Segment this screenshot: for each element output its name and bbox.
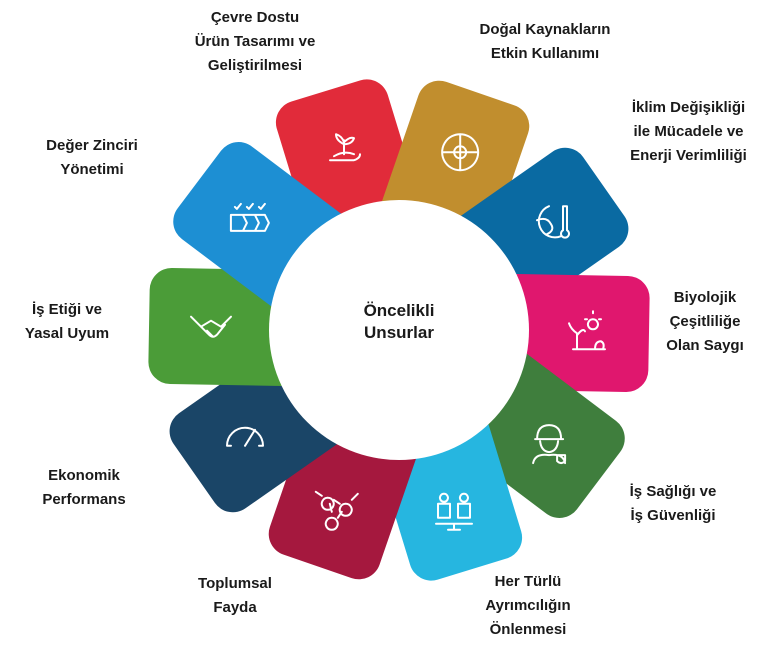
label-cevre-line-1: Çevre Dostu <box>210 9 300 26</box>
center-title-line-2: Unsurlar <box>364 323 434 342</box>
label-deger: Değer Zinciri Yönetimi <box>28 134 156 182</box>
resources-wheel-icon <box>441 133 480 172</box>
label-biyo-line-1: Biyolojik <box>673 289 737 306</box>
label-iklim: İklim Değişikliği ile Mücadele ve Enerji… <box>608 96 769 168</box>
label-toplum-line-1: Toplumsal <box>198 575 272 592</box>
label-toplum: Toplumsal Fayda <box>180 572 290 620</box>
center-title: Öncelikli Unsurlar <box>309 300 489 344</box>
label-isg-line-2: İş Güvenliği <box>630 507 716 524</box>
label-biyo-line-2: Çeşitliliğe <box>669 313 741 330</box>
label-cevre: Çevre Dostu Ürün Tasarımı ve Geliştirilm… <box>160 6 350 78</box>
worker-helmet-icon <box>532 424 567 465</box>
label-isg: İş Sağlığı ve İş Güvenliği <box>608 480 738 528</box>
globe-thermometer-icon <box>536 205 570 239</box>
label-deger-line-1: Değer Zinciri <box>46 137 138 154</box>
label-toplum-line-2: Fayda <box>213 599 257 616</box>
label-dogal-line-1: Doğal Kaynakların <box>479 21 611 38</box>
label-iklim-line-2: ile Mücadele ve <box>633 123 744 140</box>
center-circle <box>269 200 529 460</box>
label-ayrim-line-3: Önlenmesi <box>489 621 567 638</box>
label-ekonomik: Ekonomik Performans <box>20 464 148 512</box>
label-etik-line-1: İş Etiği ve <box>31 301 103 318</box>
label-biyo-line-3: Olan Saygı <box>666 337 744 354</box>
label-ekonomik-line-1: Ekonomik <box>48 467 120 484</box>
gauge-icon <box>226 426 264 447</box>
label-biyo: Biyolojik Çeşitliliğe Olan Saygı <box>650 286 760 358</box>
label-ayrim-line-2: Ayrımcılığın <box>485 597 571 614</box>
label-iklim-line-1: İklim Değişikliği <box>631 99 746 116</box>
label-iklim-line-3: Enerji Verimliliği <box>630 147 747 164</box>
center-title-line-1: Öncelikli <box>363 301 435 320</box>
label-isg-line-1: İş Sağlığı ve <box>629 483 717 500</box>
label-etik-line-2: Yasal Uyum <box>24 325 110 342</box>
label-cevre-line-2: Ürün Tasarımı ve <box>194 33 316 50</box>
handshake-icon <box>190 315 232 338</box>
label-dogal: Doğal Kaynakların Etkin Kullanımı <box>460 18 630 66</box>
label-cevre-line-3: Geliştirilmesi <box>207 57 303 74</box>
label-ayrim: Her Türlü Ayrımcılığın Önlenmesi <box>458 570 598 642</box>
label-deger-line-2: Yönetimi <box>60 161 124 178</box>
label-ekonomik-line-2: Performans <box>42 491 126 508</box>
plant-hand-icon <box>329 133 361 162</box>
sun-plant-bird-icon <box>568 310 606 351</box>
balanced-people-icon <box>435 492 473 531</box>
label-etik: İş Etiği ve Yasal Uyum <box>4 298 130 346</box>
label-ayrim-line-1: Her Türlü <box>494 573 562 590</box>
people-network-icon <box>314 490 359 531</box>
label-dogal-line-2: Etkin Kullanımı <box>490 45 600 62</box>
value-chain-icon <box>229 202 270 232</box>
